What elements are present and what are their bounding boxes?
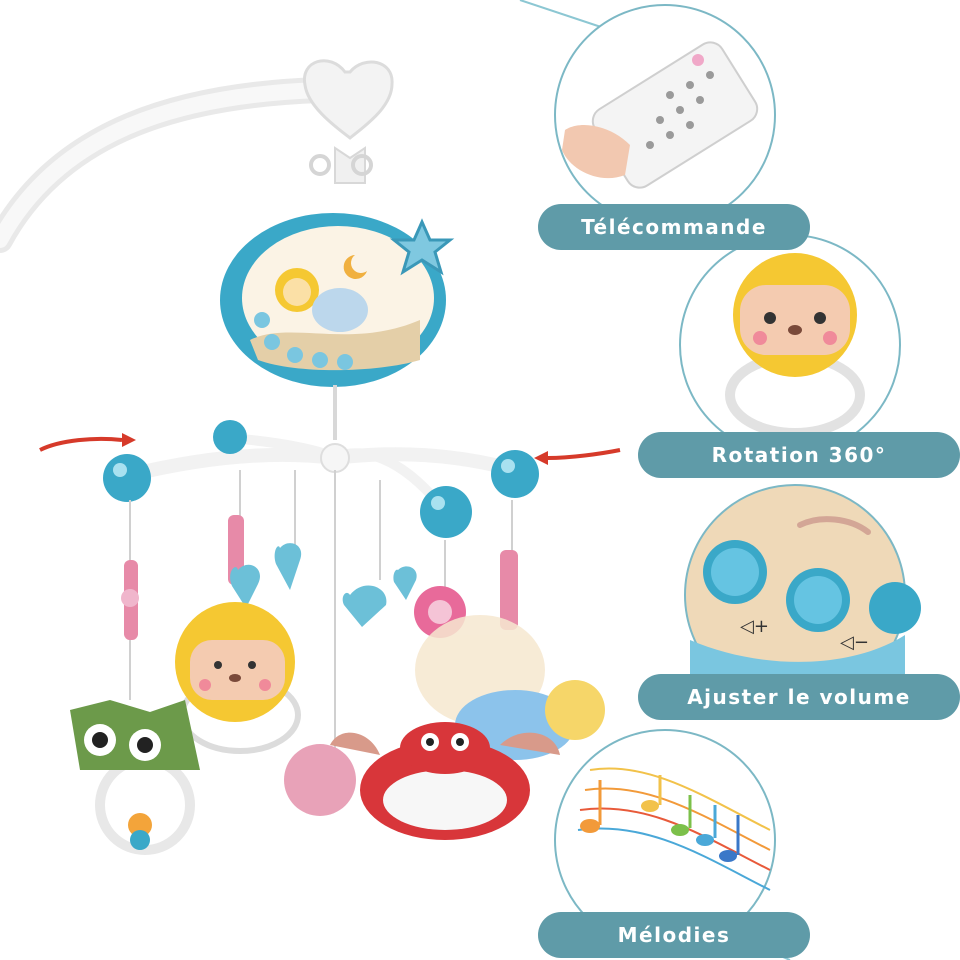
pink-ball — [284, 744, 356, 816]
mobile-hanger — [103, 420, 539, 538]
feature-label-rotation: Rotation 360° — [638, 432, 960, 478]
owl-rattle — [70, 700, 200, 855]
mobile-arm — [0, 59, 394, 253]
feature-circle-remote — [554, 4, 776, 226]
rotation-arrow-left — [39, 436, 123, 452]
music-box — [220, 213, 455, 387]
feature-label-remote: Télécommande — [538, 204, 810, 250]
feature-circle-volume: ◁+ ◁− — [684, 484, 921, 706]
music-notes-icon — [577, 767, 771, 891]
crab-rattle — [330, 722, 560, 840]
feature-label-melodies: Mélodies — [538, 912, 810, 958]
lion-rattle — [175, 602, 301, 754]
svg-text:◁−: ◁− — [840, 632, 869, 653]
lion-rattle-icon — [725, 253, 865, 438]
svg-text:◁+: ◁+ — [740, 616, 769, 637]
remote-control-icon — [562, 41, 759, 189]
rotation-arrow-right — [547, 448, 621, 460]
feature-circle-rotation — [679, 234, 901, 456]
feature-label-volume: Ajuster le volume — [638, 674, 960, 720]
